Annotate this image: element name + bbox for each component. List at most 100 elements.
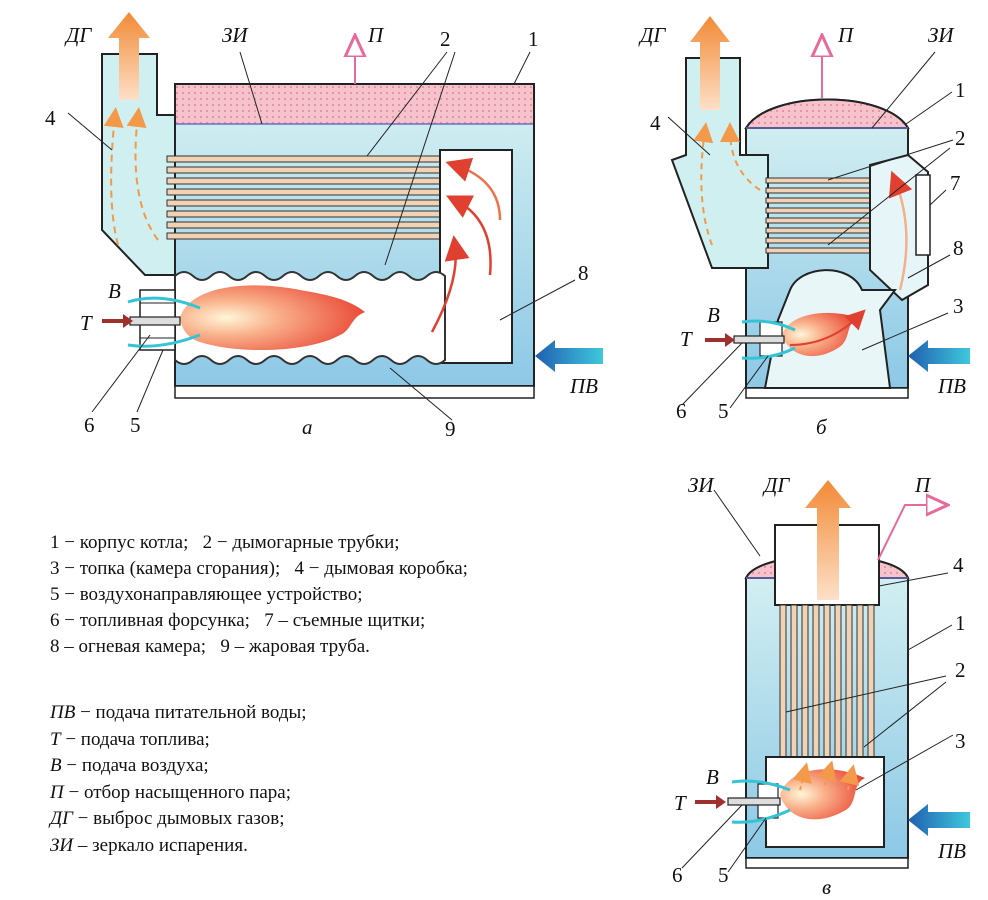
- steam-space-a: [175, 84, 534, 124]
- label-pv-b: ПВ: [937, 374, 966, 398]
- label-v-c: В: [706, 765, 719, 789]
- label-3-b: 3: [953, 294, 964, 318]
- label-t-b: Т: [680, 327, 693, 351]
- label-9-a: 9: [445, 417, 456, 441]
- label-p-a: П: [367, 23, 385, 47]
- diagram-c: [681, 480, 970, 873]
- legend-row: 5 − воздухонаправляющее устройство;: [50, 582, 468, 608]
- base-a: [174, 385, 535, 399]
- label-5-b: 5: [718, 399, 729, 423]
- removable-shield-b: [915, 174, 931, 256]
- label-2-c: 2: [955, 658, 966, 682]
- legend-abbr-row: ПВ − подача питательной воды;: [50, 700, 307, 727]
- diagram-a: [67, 12, 603, 421]
- label-1-c: 1: [955, 611, 966, 635]
- legend-item: 1 − корпус котла;: [50, 532, 189, 553]
- diagram-b: [667, 16, 970, 409]
- legend-abbr-row: П − отбор насыщенного пара;: [50, 780, 307, 807]
- label-5-a: 5: [130, 413, 141, 437]
- legend-abbr-text: – зеркало испарения.: [77, 834, 248, 856]
- label-pv-c: ПВ: [937, 839, 966, 863]
- label-4-b: 4: [650, 111, 661, 135]
- caption-a: а: [302, 415, 313, 439]
- label-6-b: 6: [676, 399, 687, 423]
- feed-water-arrow-b: [908, 340, 970, 372]
- legend-row: 1 − корпус котла; 2 − дымогарные трубки;: [50, 530, 468, 556]
- flame-a: [180, 285, 365, 351]
- legend-abbr: Т: [50, 728, 61, 750]
- fire-chamber-a: [439, 149, 513, 364]
- label-1-a: 1: [528, 27, 539, 51]
- legend-abbr-text: − отбор насыщенного пара;: [68, 781, 292, 803]
- base-c: [745, 857, 909, 869]
- flue-gas-arrow-c: [805, 480, 851, 600]
- label-zi-b: ЗИ: [928, 23, 955, 47]
- steam-space-b: [744, 98, 910, 129]
- label-p-b: П: [837, 23, 855, 47]
- label-pv-a: ПВ: [569, 374, 598, 398]
- legend-item: 3 − топка (камера сгорания);: [50, 558, 281, 579]
- legend-item: 4 − дымовая коробка;: [294, 558, 468, 579]
- label-4-c: 4: [953, 553, 964, 577]
- label-5-c: 5: [718, 863, 729, 887]
- legend-item: 5 − воздухонаправляющее устройство;: [50, 584, 363, 605]
- fuel-nozzle-c: [727, 797, 781, 806]
- labels: ДГ ЗИ П 2 1 4 В Т 8 ПВ 6 5 а 9 ДГ П ЗИ 1…: [45, 23, 966, 899]
- legend-item: 7 – съемные щитки;: [264, 610, 426, 631]
- legend-row: 8 – огневая камера; 9 – жаровая труба.: [50, 634, 468, 660]
- fire-chamber-b: [869, 153, 929, 302]
- legend-abbr: ДГ: [50, 808, 73, 829]
- label-3-c: 3: [955, 729, 966, 753]
- label-dg-a: ДГ: [64, 23, 92, 47]
- label-4-a: 4: [45, 106, 56, 130]
- label-8-b: 8: [953, 236, 964, 260]
- legend-abbr-row: В − подача воздуха;: [50, 753, 307, 780]
- legend-parts: 1 − корпус котла; 2 − дымогарные трубки;…: [50, 530, 468, 660]
- label-2-b: 2: [955, 126, 966, 150]
- label-zi-c: ЗИ: [688, 473, 715, 497]
- smoke-box-b: [670, 57, 769, 269]
- legend-item: 9 – жаровая труба.: [220, 636, 370, 657]
- feed-water-arrow-a: [535, 340, 603, 372]
- legend-row: 6 − топливная форсунка; 7 – съемные щитк…: [50, 608, 468, 634]
- legend-abbr-text: − выброс дымовых газов;: [77, 808, 285, 829]
- legend-item: 2 − дымогарные трубки;: [202, 532, 400, 553]
- label-t-a: Т: [80, 311, 93, 335]
- label-6-a: 6: [84, 413, 95, 437]
- legend-abbr-text: − подача топлива;: [65, 728, 210, 750]
- smoke-tubes-c: [779, 604, 875, 758]
- legend-abbr-text: − подача воздуха;: [66, 755, 209, 776]
- label-dg-b: ДГ: [638, 23, 666, 47]
- legend-abbr: П: [50, 781, 64, 803]
- legend-abbr-row: ЗИ – зеркало испарения.: [50, 833, 307, 860]
- label-t-c: Т: [674, 791, 687, 815]
- label-zi-a: ЗИ: [222, 23, 249, 47]
- legend-row: 3 − топка (камера сгорания); 4 − дымовая…: [50, 556, 468, 582]
- caption-c: в: [822, 875, 831, 899]
- legend-abbr-row: ДГ − выброс дымовых газов;: [50, 806, 307, 833]
- label-v-a: В: [108, 279, 121, 303]
- legend-abbreviations: ПВ − подача питательной воды; Т − подача…: [50, 700, 307, 859]
- caption-b: б: [816, 415, 828, 439]
- base-b: [745, 387, 909, 399]
- label-8-a: 8: [578, 261, 589, 285]
- label-dg-c: ДГ: [762, 473, 790, 497]
- feed-water-arrow-c: [908, 804, 970, 836]
- legend-abbr: В: [50, 755, 62, 776]
- legend-abbr: ПВ: [50, 702, 76, 723]
- legend-abbr-row: Т − подача топлива;: [50, 727, 307, 754]
- label-1-b: 1: [955, 78, 966, 102]
- fuel-nozzle-a: [129, 316, 181, 326]
- legend-item: 6 − топливная форсунка;: [50, 610, 250, 631]
- label-2-a: 2: [440, 27, 451, 51]
- label-p-c: П: [914, 473, 932, 497]
- fuel-nozzle-b: [733, 335, 785, 344]
- legend-item: 8 – огневая камера;: [50, 636, 207, 657]
- flue-gas-arrow-b: [690, 16, 730, 110]
- label-7-b: 7: [950, 171, 961, 195]
- label-6-c: 6: [672, 863, 683, 887]
- label-v-b: В: [707, 303, 720, 327]
- flue-gas-arrow-a: [108, 12, 150, 100]
- legend-abbr-text: − подача питательной воды;: [80, 702, 307, 723]
